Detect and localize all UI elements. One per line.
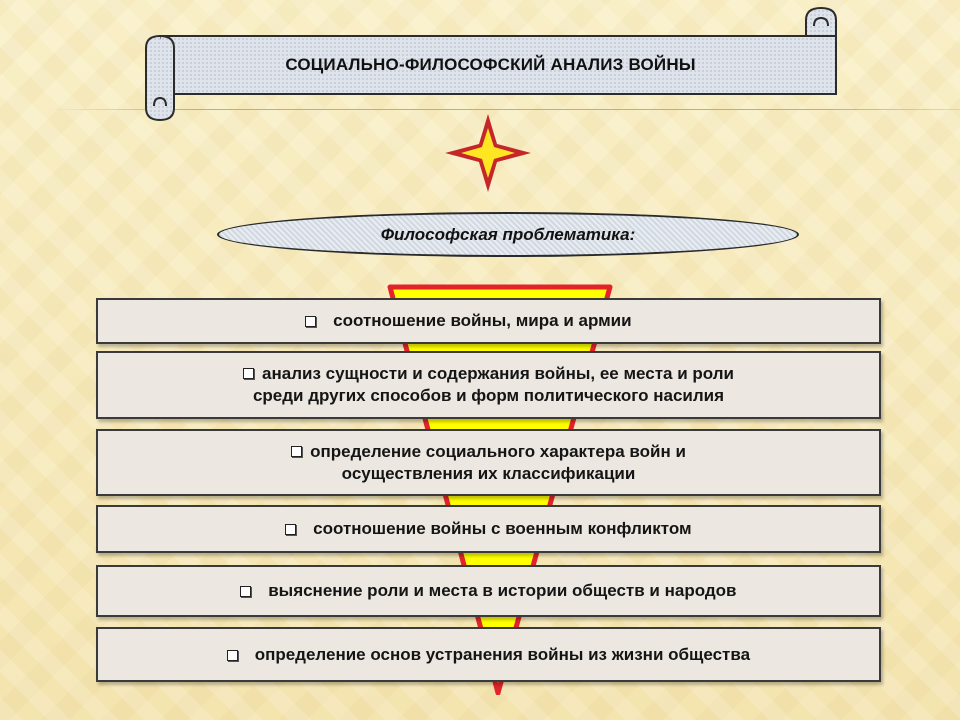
subtitle-pill: Философская проблематика: — [217, 212, 799, 257]
list-item-text: соотношение войны, мира и армии — [333, 311, 632, 330]
star-icon — [445, 114, 531, 192]
list-item-text: соотношение войны с военным конфликтом — [313, 519, 692, 538]
scroll-shape — [145, 6, 837, 122]
decorative-line — [55, 109, 960, 110]
list-item: определение основ устранения войны из жи… — [96, 627, 881, 682]
list-item-line-2: среди других способов и форм политическо… — [252, 386, 725, 405]
checkbox-bullet-icon — [240, 586, 252, 598]
checkbox-bullet-icon — [305, 316, 317, 328]
title-scroll: СОЦИАЛЬНО-ФИЛОСОФСКИЙ АНАЛИЗ ВОЙНЫ — [138, 6, 843, 124]
list-item: соотношение войны, мира и армии — [96, 298, 881, 344]
page-title: СОЦИАЛЬНО-ФИЛОСОФСКИЙ АНАЛИЗ ВОЙНЫ — [285, 55, 696, 74]
list-item: определение социального характера войн и… — [96, 429, 881, 496]
list-item-text: выяснение роли и места в истории обществ… — [268, 581, 737, 600]
checkbox-bullet-icon — [243, 368, 255, 380]
checkbox-bullet-icon — [291, 445, 303, 457]
checkbox-bullet-icon — [226, 649, 238, 661]
list-item-line-2: осуществления их классификации — [341, 463, 636, 483]
list-item-text: определение основ устранения войны из жи… — [254, 644, 751, 664]
list-item-line-1: анализ сущности и содержания войны, ее м… — [262, 364, 734, 383]
list-item: анализ сущности и содержания войны, ее м… — [96, 351, 881, 419]
checkbox-bullet-icon — [285, 524, 297, 536]
subtitle-text: Философская проблематика: — [380, 224, 636, 244]
list-item: выяснение роли и места в истории обществ… — [96, 565, 881, 617]
list-item: соотношение войны с военным конфликтом — [96, 505, 881, 553]
list-item-line-1: определение социального характера войн и — [310, 441, 686, 461]
